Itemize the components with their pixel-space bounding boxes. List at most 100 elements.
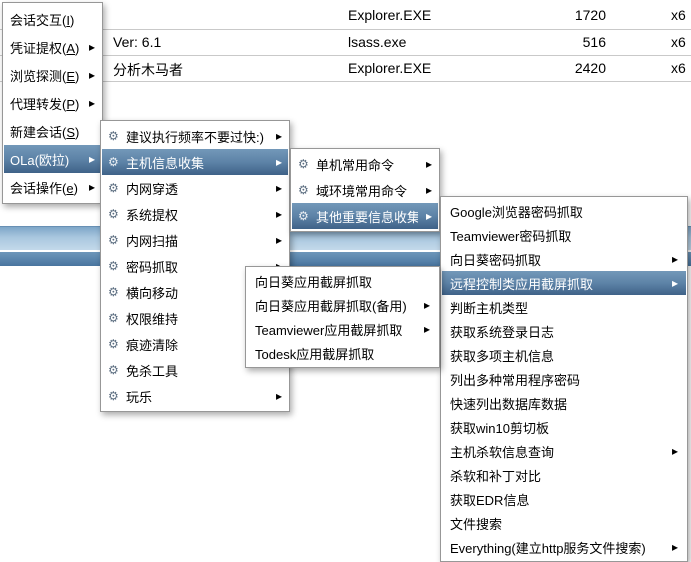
menu-item-label: 判断主机类型 xyxy=(450,300,529,316)
arch-cell: x6 xyxy=(671,7,686,23)
menu-item-label: 其他重要信息收集 xyxy=(316,209,418,225)
menu-item[interactable]: 获取win10剪切板 xyxy=(442,415,686,439)
menu-item[interactable]: Everything(建立http服务文件搜索) ▸ xyxy=(442,535,686,559)
menu-item-label: 文件搜索 xyxy=(450,516,503,532)
menu-item-credential-elevate[interactable]: 凭证提权(A) ▸ xyxy=(4,33,101,61)
menu-item[interactable]: ⚙ 痕迹清除 xyxy=(102,331,288,357)
arch-cell: x6 xyxy=(671,34,686,50)
menu-item-label: Everything(建立http服务文件搜索) xyxy=(450,540,646,556)
submenu-arrow-icon: ▸ xyxy=(275,181,282,195)
menu-item[interactable]: 获取EDR信息 xyxy=(442,487,686,511)
menu-item[interactable]: ⚙ 系统提权 ▸ xyxy=(102,201,288,227)
menu-item-label: 主机信息收集 xyxy=(126,155,205,171)
menu-item-new-session[interactable]: 新建会话(S) xyxy=(4,117,101,145)
menu-item[interactable]: 快速列出数据库数据 xyxy=(442,391,686,415)
menu-item[interactable]: 向日葵密码抓取 ▸ xyxy=(442,247,686,271)
menu-item-label: 获取EDR信息 xyxy=(450,492,530,508)
menu-item[interactable]: ⚙ 域环境常用命令 ▸ xyxy=(292,177,438,203)
submenu-arrow-icon: ▸ xyxy=(275,207,282,221)
menu-item-browse-detect[interactable]: 浏览探测(E) ▸ xyxy=(4,61,101,89)
menu-item[interactable]: 获取多项主机信息 xyxy=(442,343,686,367)
menu-item-host-info-collect[interactable]: ⚙ 主机信息收集 ▸ xyxy=(102,149,288,175)
process-name-cell: Explorer.EXE xyxy=(348,7,432,23)
menu-item[interactable]: 向日葵应用截屏抓取 xyxy=(247,269,438,293)
menu-item-label: 内网穿透 xyxy=(126,181,179,197)
menu-item-label: 快速列出数据库数据 xyxy=(450,396,568,412)
menu-item-label: 玩乐 xyxy=(126,389,153,405)
menu-item-label: 痕迹清除 xyxy=(126,337,179,353)
menu-item-label: 获取win10剪切板 xyxy=(450,420,549,436)
table-row[interactable]: Ver: 6.1 lsass.exe 516 x6 xyxy=(0,30,691,56)
menu-item[interactable]: 文件搜索 xyxy=(442,511,686,535)
submenu-arrow-icon: ▸ xyxy=(423,322,430,336)
gear-icon: ⚙ xyxy=(108,207,119,221)
gear-icon: ⚙ xyxy=(108,285,119,299)
menu-item-label: Google浏览器密码抓取 xyxy=(450,204,583,220)
menu-item-label: 域环境常用命令 xyxy=(316,183,408,199)
menu-item-remote-screenshot[interactable]: 远程控制类应用截屏抓取 ▸ xyxy=(442,271,686,295)
gear-icon: ⚙ xyxy=(298,157,309,171)
submenu-arrow-icon: ▸ xyxy=(671,444,678,458)
menu-item-label: Todesk应用截屏抓取 xyxy=(255,346,375,362)
menu-item[interactable]: ⚙ 单机常用命令 ▸ xyxy=(292,151,438,177)
menu-item-proxy-forward[interactable]: 代理转发(P) ▸ xyxy=(4,89,101,117)
menu-item-label: 会话交互(I) xyxy=(10,12,75,28)
row-divider xyxy=(0,29,691,30)
menu-item[interactable]: 主机杀软信息查询 ▸ xyxy=(442,439,686,463)
menu-item[interactable]: ⚙ 建议执行频率不要过快:) ▸ xyxy=(102,123,288,149)
menu-item-label: 浏览探测(E) xyxy=(10,68,80,84)
menu-item-session-ops[interactable]: 会话操作(e) ▸ xyxy=(4,173,101,201)
menu-item-other-important-info[interactable]: ⚙ 其他重要信息收集 ▸ xyxy=(292,203,438,229)
menu-item-label: 代理转发(P) xyxy=(10,96,80,112)
menu-item-label: Teamviewer应用截屏抓取 xyxy=(255,322,403,338)
menu-item[interactable]: Google浏览器密码抓取 xyxy=(442,199,686,223)
gear-icon: ⚙ xyxy=(108,129,119,143)
row-divider xyxy=(0,55,691,56)
submenu-arrow-icon: ▸ xyxy=(275,233,282,247)
menu-item[interactable]: Teamviewer应用截屏抓取 ▸ xyxy=(247,317,438,341)
menu-item[interactable]: Teamviewer密码抓取 xyxy=(442,223,686,247)
menu-item-session-interact[interactable]: 会话交互(I) xyxy=(4,5,101,33)
menu-item[interactable]: 判断主机类型 xyxy=(442,295,686,319)
session-context-menu: 会话交互(I) 凭证提权(A) ▸ 浏览探测(E) ▸ 代理转发(P) ▸ 新建… xyxy=(2,2,103,204)
menu-item[interactable]: 杀软和补丁对比 xyxy=(442,463,686,487)
table-row[interactable]: 分析木马者 Explorer.EXE 2420 x6 xyxy=(0,56,691,82)
menu-item-label: 杀软和补丁对比 xyxy=(450,468,542,484)
menu-item-label: 系统提权 xyxy=(126,207,179,223)
submenu-arrow-icon: ▸ xyxy=(88,68,95,82)
menu-item[interactable]: 列出多种常用程序密码 xyxy=(442,367,686,391)
submenu-arrow-icon: ▸ xyxy=(671,252,678,266)
menu-item-label: 凭证提权(A) xyxy=(10,40,80,56)
menu-item[interactable]: Todesk应用截屏抓取 xyxy=(247,341,438,365)
menu-item[interactable]: ⚙ 内网穿透 ▸ xyxy=(102,175,288,201)
submenu-arrow-icon: ▸ xyxy=(88,96,95,110)
submenu-arrow-icon: ▸ xyxy=(425,157,432,171)
menu-item[interactable]: ⚙ 内网扫描 ▸ xyxy=(102,227,288,253)
menu-item-label: 建议执行频率不要过快:) xyxy=(126,129,264,145)
gear-icon: ⚙ xyxy=(298,209,309,223)
pid-cell: 1720 xyxy=(574,7,606,23)
gear-icon: ⚙ xyxy=(298,183,309,197)
gear-icon: ⚙ xyxy=(108,311,119,325)
submenu-arrow-icon: ▸ xyxy=(88,180,95,194)
menu-item-label: 获取系统登录日志 xyxy=(450,324,555,340)
menu-item-label: 列出多种常用程序密码 xyxy=(450,372,581,388)
table-row[interactable]: Explorer.EXE 1720 x6 xyxy=(0,3,691,29)
arch-cell: x6 xyxy=(671,60,686,76)
menu-item-ola[interactable]: OLa(欧拉) ▸ xyxy=(4,145,101,173)
menu-item-label: 向日葵应用截屏抓取 xyxy=(255,274,373,290)
gear-icon: ⚙ xyxy=(108,337,119,351)
menu-item-label: 密码抓取 xyxy=(126,259,179,275)
process-name-cell: lsass.exe xyxy=(348,34,407,50)
menu-item[interactable]: 向日葵应用截屏抓取(备用) ▸ xyxy=(247,293,438,317)
menu-item[interactable]: ⚙ 免杀工具 xyxy=(102,357,288,383)
submenu-arrow-icon: ▸ xyxy=(671,540,678,554)
menu-item[interactable]: 获取系统登录日志 xyxy=(442,319,686,343)
menu-item-label: 会话操作(e) xyxy=(10,180,78,196)
note-cell: 分析木马者 xyxy=(113,62,183,78)
menu-item-label: 横向移动 xyxy=(126,285,179,301)
submenu-arrow-icon: ▸ xyxy=(88,40,95,54)
submenu-arrow-icon: ▸ xyxy=(425,183,432,197)
row-divider xyxy=(0,81,691,82)
menu-item[interactable]: ⚙ 玩乐 ▸ xyxy=(102,383,288,409)
